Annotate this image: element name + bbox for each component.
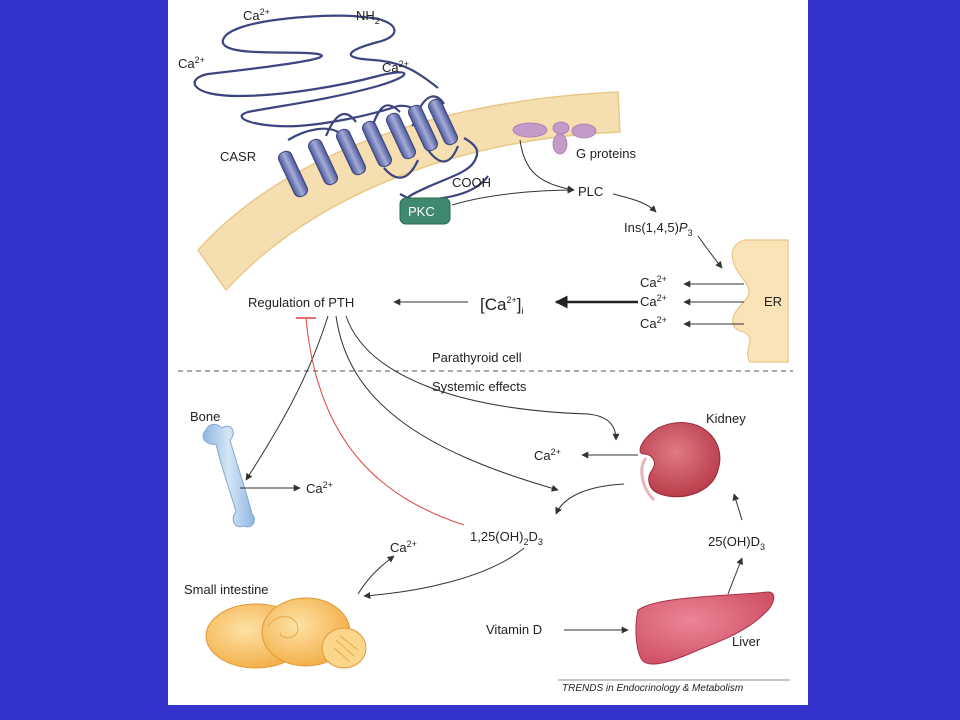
regulation-pth-label: Regulation of PTH [248,295,354,310]
kidney-to-vitd-arrow [555,483,625,515]
pkc-label: PKC [408,204,435,219]
pth-to-bone-arrow [245,315,329,481]
transmembrane-helices [277,98,459,198]
liver-to-calcidiol-arrow [727,557,743,595]
er-shape [731,239,789,363]
ca-right-label: Ca2+ [382,59,409,75]
ca-er-label-2: Ca2+ [640,293,667,309]
calcidiol-to-kidney-arrow [732,493,743,521]
ca-kidney-label: Ca2+ [534,447,561,463]
intestine-to-ca-arrow [357,555,395,595]
er-label: ER [764,294,782,309]
kidney-shape [639,422,721,498]
parathyroid-cell-label: Parathyroid cell [432,350,522,365]
ca-er-label-1: Ca2+ [640,274,667,290]
ip3-to-er-arrow [697,235,723,269]
vitd-inhibition-line [305,317,465,526]
ip3-label: Ins(1,4,5)P3 [624,220,693,238]
casr-label: CASR [220,149,256,164]
bone-shape [202,423,255,528]
pkc-to-plc-arrow [451,186,575,206]
vitd-to-intestine-arrow [363,547,525,600]
bone-label: Bone [190,409,220,424]
ca-er-label-3: Ca2+ [640,315,667,331]
systemic-effects-label: Systemic effects [432,379,527,394]
small-intestine-shape [205,597,367,669]
credit-text: TRENDS in Endocrinology & Metabolism [562,683,743,694]
ureter [640,457,656,502]
g-proteins-shape [512,121,597,155]
g-protein-to-plc-arrow [519,139,575,193]
pkc-box [399,197,451,225]
plc-label: PLC [578,184,603,199]
calcitriol-label: 1,25(OH)2D3 [470,529,543,547]
intracellular-ca-label: [Ca2+]i [480,295,523,316]
vitamin-d-label: Vitamin D [486,622,542,637]
cooh-label: COOH [452,175,491,190]
cell-membrane [197,91,621,292]
ca-intestine-label: Ca2+ [390,539,417,555]
ca-left-label: Ca2+ [178,55,205,71]
pth-to-vitd-arrow [335,315,559,492]
calcidiol-label: 25(OH)D3 [708,534,765,552]
kidney-label: Kidney [706,411,746,426]
figure-panel: Ca2+ NH2 Ca2+ Ca2+ CASR COOH G proteins … [168,0,808,705]
liver-label: Liver [732,634,761,649]
ca-top-label: Ca2+ [243,7,270,23]
casr-receptor [193,14,489,205]
calcium-regulation-diagram: Ca2+ NH2 Ca2+ Ca2+ CASR COOH G proteins … [178,7,793,694]
pth-to-kidney-arrow [345,315,620,441]
plc-to-ip3-arrow [612,193,657,213]
nh2-label: NH2 [356,8,380,26]
liver-shape [635,591,775,665]
ca-bone-label: Ca2+ [306,480,333,496]
g-proteins-label: G proteins [576,146,636,161]
small-intestine-label: Small intestine [184,582,269,597]
